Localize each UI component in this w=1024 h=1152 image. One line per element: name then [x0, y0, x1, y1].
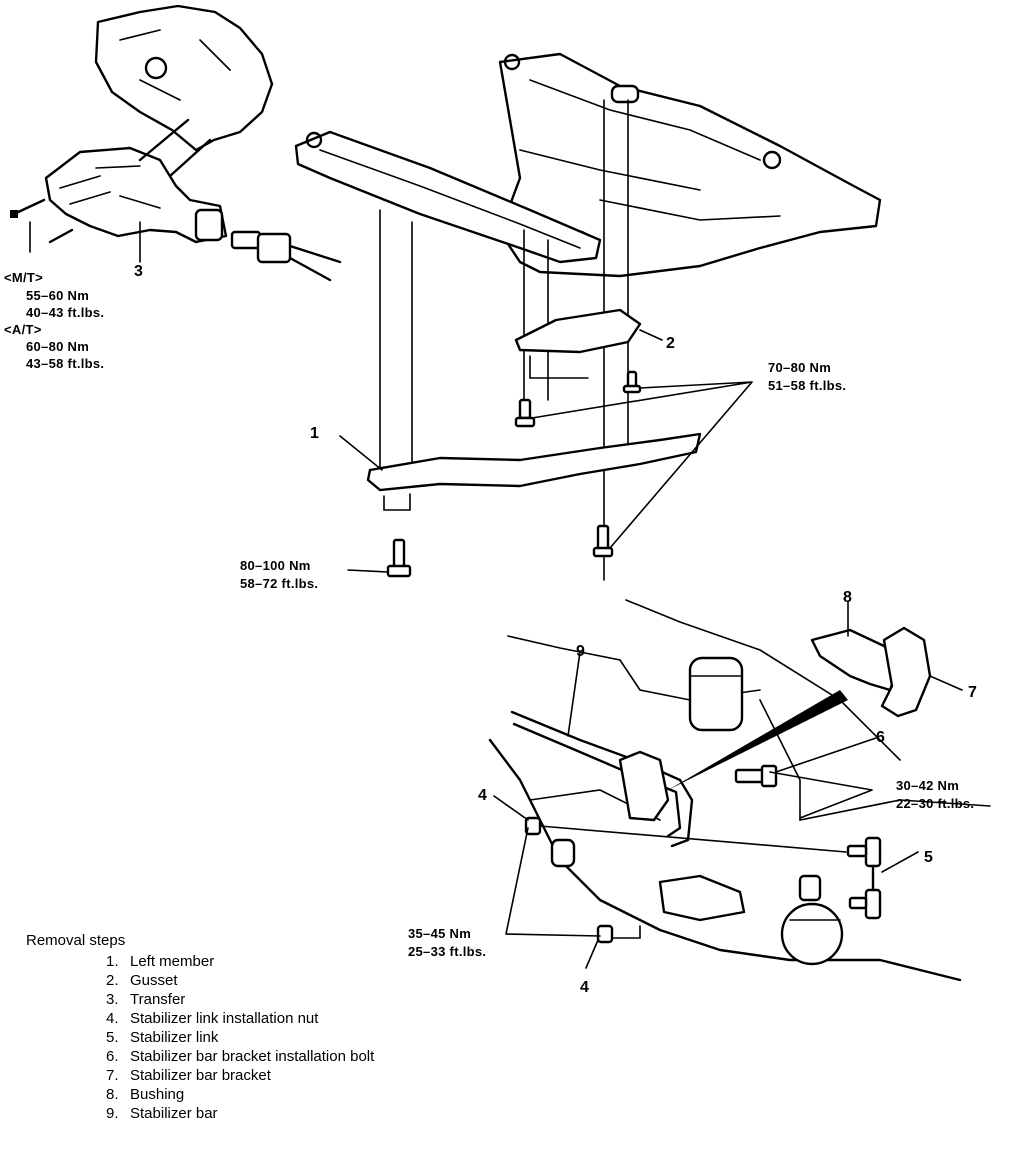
suspension-body	[488, 599, 991, 982]
at-nm: 60–80 Nm	[26, 339, 89, 354]
removal-step-number: 5.	[106, 1029, 119, 1046]
callout-4-lower: 4	[580, 979, 589, 996]
mt-label: <M/T>	[4, 270, 43, 285]
bracket-torque-ftlbs: 22–30 ft.lbs.	[896, 796, 974, 811]
removal-step: 2. Gusset	[106, 971, 496, 990]
callout-4-upper: 4	[478, 787, 487, 804]
gusset-torque-nm: 70–80 Nm	[768, 360, 831, 375]
removal-step: 7. Stabilizer bar bracket	[106, 1066, 496, 1085]
removal-steps: Removal steps 1. Left member 2. Gusset 3. Tra…	[26, 931, 496, 1123]
removal-step: 1. Left member	[106, 952, 496, 971]
stabilizer-leader-lines	[493, 601, 963, 969]
removal-step: 9. Stabilizer bar	[106, 1104, 496, 1123]
gusset-torque-spec: 70–80 Nm 51–58 ft.lbs.	[768, 360, 846, 393]
callout-3: 3	[134, 263, 143, 280]
bushing	[688, 656, 744, 732]
propeller-shaft-joint	[230, 230, 342, 282]
removal-step: 3. Transfer	[106, 990, 496, 1009]
removal-step: 5. Stabilizer link	[106, 1028, 496, 1047]
member-torque-ftlbs: 58–72 ft.lbs.	[240, 576, 318, 591]
at-ftlbs: 43–58 ft.lbs.	[26, 356, 104, 371]
link-torque-nm: 35–45 Nm	[408, 926, 471, 941]
callout-6: 6	[876, 729, 885, 746]
member-torque-spec: 80–100 Nm 58–72 ft.lbs.	[240, 558, 318, 591]
removal-step-number: 2.	[106, 972, 119, 989]
bracket-torque-spec: 30–42 Nm 22–30 ft.lbs.	[896, 778, 974, 811]
removal-step-number: 7.	[106, 1067, 119, 1084]
removal-step-number: 1.	[106, 953, 119, 970]
transfer-unit	[44, 118, 228, 244]
link-torque-spec: 35–45 Nm 25–33 ft.lbs.	[408, 926, 486, 959]
stabilizer-nuts-bolts	[524, 764, 778, 944]
callout-9: 9	[576, 643, 585, 660]
member-torque-nm: 80–100 Nm	[240, 558, 311, 573]
callout-7: 7	[968, 684, 977, 701]
callout-1: 1	[310, 425, 319, 442]
gusset	[514, 308, 642, 379]
removal-step: 8. Bushing	[106, 1085, 496, 1104]
ball-joint	[780, 874, 844, 966]
removal-step-text: Transfer	[130, 991, 186, 1008]
mt-ftlbs: 40–43 ft.lbs.	[26, 305, 104, 320]
removal-step-text: Stabilizer bar bracket installation bolt	[130, 1048, 375, 1065]
removal-step-text: Stabilizer link installation nut	[130, 1010, 319, 1027]
left-member	[366, 432, 702, 511]
callout-5: 5	[924, 849, 933, 866]
removal-step-number: 9.	[106, 1105, 119, 1122]
removal-step-number: 8.	[106, 1086, 119, 1103]
bracket-torque-nm: 30–42 Nm	[896, 778, 959, 793]
removal-step: 4. Stabilizer link installation nut	[106, 1009, 496, 1028]
link-torque-ftlbs: 25–33 ft.lbs.	[408, 944, 486, 959]
callout-8: 8	[843, 589, 852, 606]
stabilizer-bar-bracket	[618, 626, 932, 822]
transfer-torque-spec: <M/T> 55–60 Nm 40–43 ft.lbs. <A/T> 60–80…	[4, 270, 104, 371]
stabilizer-link	[846, 836, 882, 920]
removal-step-text: Gusset	[130, 972, 178, 989]
removal-step-text: Stabilizer bar	[130, 1105, 218, 1122]
bushing-direction-arrow	[668, 690, 848, 790]
mt-nm: 55–60 Nm	[26, 288, 89, 303]
transmission-case	[94, 4, 274, 152]
callout-2: 2	[666, 335, 675, 352]
removal-steps-list: 1. Left member 2. Gusset 3. Transfer 4. Stabili…	[26, 952, 496, 1123]
removal-step-text: Stabilizer link	[130, 1029, 219, 1046]
removal-steps-title: Removal steps	[26, 932, 126, 949]
removal-step-text: Bushing	[130, 1086, 185, 1103]
removal-step-number: 3.	[106, 991, 119, 1008]
crossmember-bolts	[386, 370, 642, 578]
removal-step: 6. Stabilizer bar bracket installation bo…	[106, 1047, 496, 1066]
removal-step-text: Stabilizer bar bracket	[130, 1067, 271, 1084]
transfer-bolts	[10, 198, 74, 253]
removal-step-number: 6.	[106, 1048, 119, 1065]
removal-step-text: Left member	[130, 953, 215, 970]
at-label: <A/T>	[4, 322, 42, 337]
crossmember-leader-lines	[339, 329, 753, 573]
removal-step-number: 4.	[106, 1010, 119, 1027]
gusset-torque-ftlbs: 51–58 ft.lbs.	[768, 378, 846, 393]
